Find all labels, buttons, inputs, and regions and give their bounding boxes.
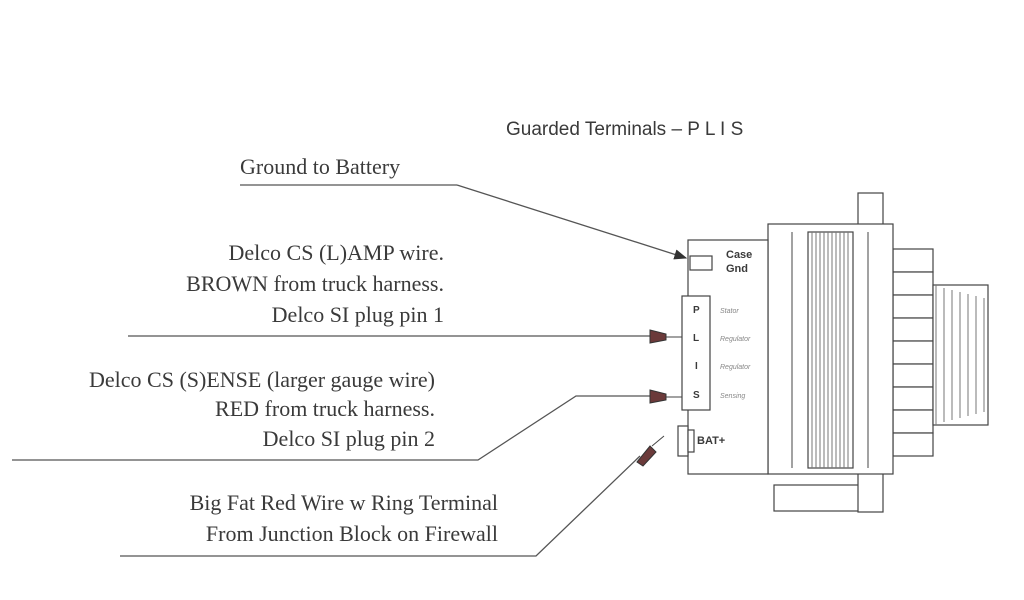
bat-callout-line-2: From Junction Block on Firewall xyxy=(206,521,498,546)
alternator-foot-post xyxy=(857,469,884,513)
ground-callout-label: Ground to Battery xyxy=(240,154,400,179)
terminal-letter-i: I xyxy=(695,361,698,372)
sense-wire xyxy=(12,395,652,461)
pulley-fins xyxy=(892,248,934,457)
terminal-letter-s: S xyxy=(693,390,700,401)
plis-terminal-block xyxy=(681,295,711,411)
ground-leader-arrow xyxy=(456,184,688,260)
bat-stud xyxy=(677,425,689,457)
stator-core xyxy=(807,231,854,469)
lamp-callout-line-2: BROWN from truck harness. xyxy=(186,271,444,296)
pulley-grooves xyxy=(932,284,989,426)
terminal-desc-l: Regulator xyxy=(720,336,751,343)
bat-wire-lead xyxy=(651,435,665,447)
case-ground-label-1: Case xyxy=(726,249,752,261)
case-ground-label-2: Gnd xyxy=(726,263,748,275)
terminal-desc-i: Regulator xyxy=(720,364,751,371)
terminal-desc-p: Stator xyxy=(720,308,739,315)
bat-callout-line-1: Big Fat Red Wire w Ring Terminal xyxy=(190,490,498,515)
sense-callout-line-3: Delco SI plug pin 2 xyxy=(263,426,435,451)
diagram-title: Guarded Terminals – P L I S xyxy=(506,119,743,140)
sense-callout-line-2: RED from truck harness. xyxy=(215,396,435,421)
lamp-callout-line-3: Delco SI plug pin 1 xyxy=(272,302,444,327)
sense-wire-connector xyxy=(649,389,667,404)
bat-plus-label: BAT+ xyxy=(697,435,725,447)
terminal-letter-p: P xyxy=(693,305,700,316)
bat-stud-base xyxy=(687,429,695,453)
terminal-desc-s: Sensing xyxy=(720,393,745,400)
bat-wire xyxy=(120,455,641,557)
lamp-wire-connector xyxy=(649,329,667,344)
stator-laminations xyxy=(811,232,849,468)
sense-callout-line-1: Delco CS (S)ENSE (larger gauge wire) xyxy=(89,367,435,392)
case-ground-tab xyxy=(689,255,713,271)
lamp-callout-line-1: Delco CS (L)AMP wire. xyxy=(229,240,445,265)
terminal-letter-l: L xyxy=(693,333,699,344)
bat-ring-terminal xyxy=(636,445,657,467)
